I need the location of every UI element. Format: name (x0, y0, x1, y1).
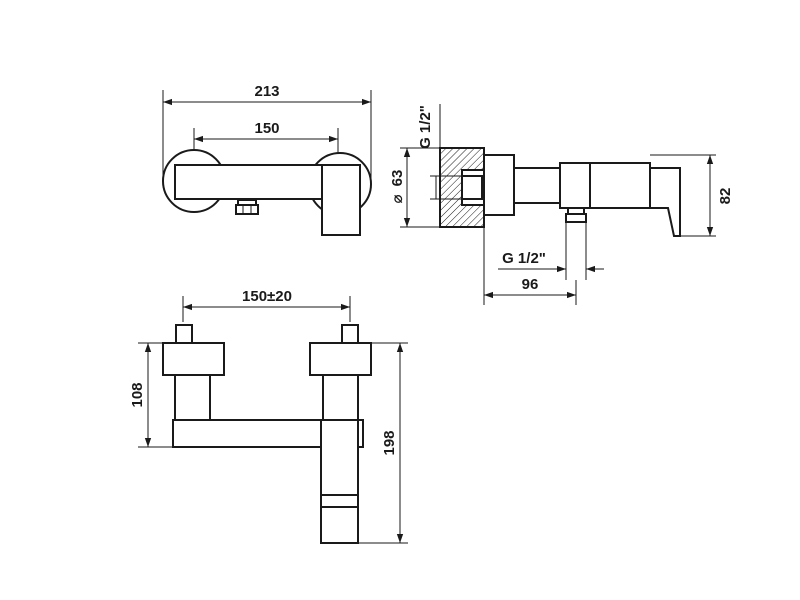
dimension-label-outlet-thread: G 1/2" (502, 250, 546, 267)
eccentric-right (322, 374, 359, 421)
lever-handle (321, 164, 361, 236)
handle-column (320, 419, 359, 496)
dimension-label-total-height: 198 (381, 430, 398, 455)
eccentric-left (174, 374, 211, 421)
dimension-label-connection-thread: G 1/2" (417, 105, 434, 149)
front-view: 150±20 108 198 (129, 288, 408, 544)
wall-flange (483, 154, 515, 216)
dimension-label-overall-width: 213 (254, 83, 279, 100)
top-view: 213 150 (162, 83, 372, 236)
handle-ring (320, 494, 359, 508)
dimension-label-height: 82 (717, 188, 734, 205)
inlet-stub-left (175, 324, 193, 344)
side-view: G 1/2" ⌀ 63 82 G 1/2" 96 (389, 104, 734, 305)
dimension-label-inlet-height: 108 (129, 382, 146, 407)
wall-connector (461, 175, 483, 200)
dimension-label-depth: 96 (522, 276, 539, 293)
mixer-body-side (513, 167, 561, 204)
dimension-label-centers: 150 (254, 120, 279, 137)
mixer-cartridge (559, 162, 591, 209)
lever-handle-side (649, 167, 681, 237)
wall-rose-right-front (309, 342, 372, 376)
outlet-nut (235, 204, 259, 215)
dimension-label-centers-tolerance: 150±20 (242, 288, 292, 305)
handle-tip (320, 506, 359, 544)
outlet-nut-side (565, 213, 587, 223)
dimension-label-diameter: 63 (389, 170, 406, 187)
dimension-label-diameter-symbol: ⌀ (389, 194, 406, 203)
mixer-cap (589, 162, 651, 209)
wall-rose-left-front (162, 342, 225, 376)
inlet-stub-right (341, 324, 359, 344)
